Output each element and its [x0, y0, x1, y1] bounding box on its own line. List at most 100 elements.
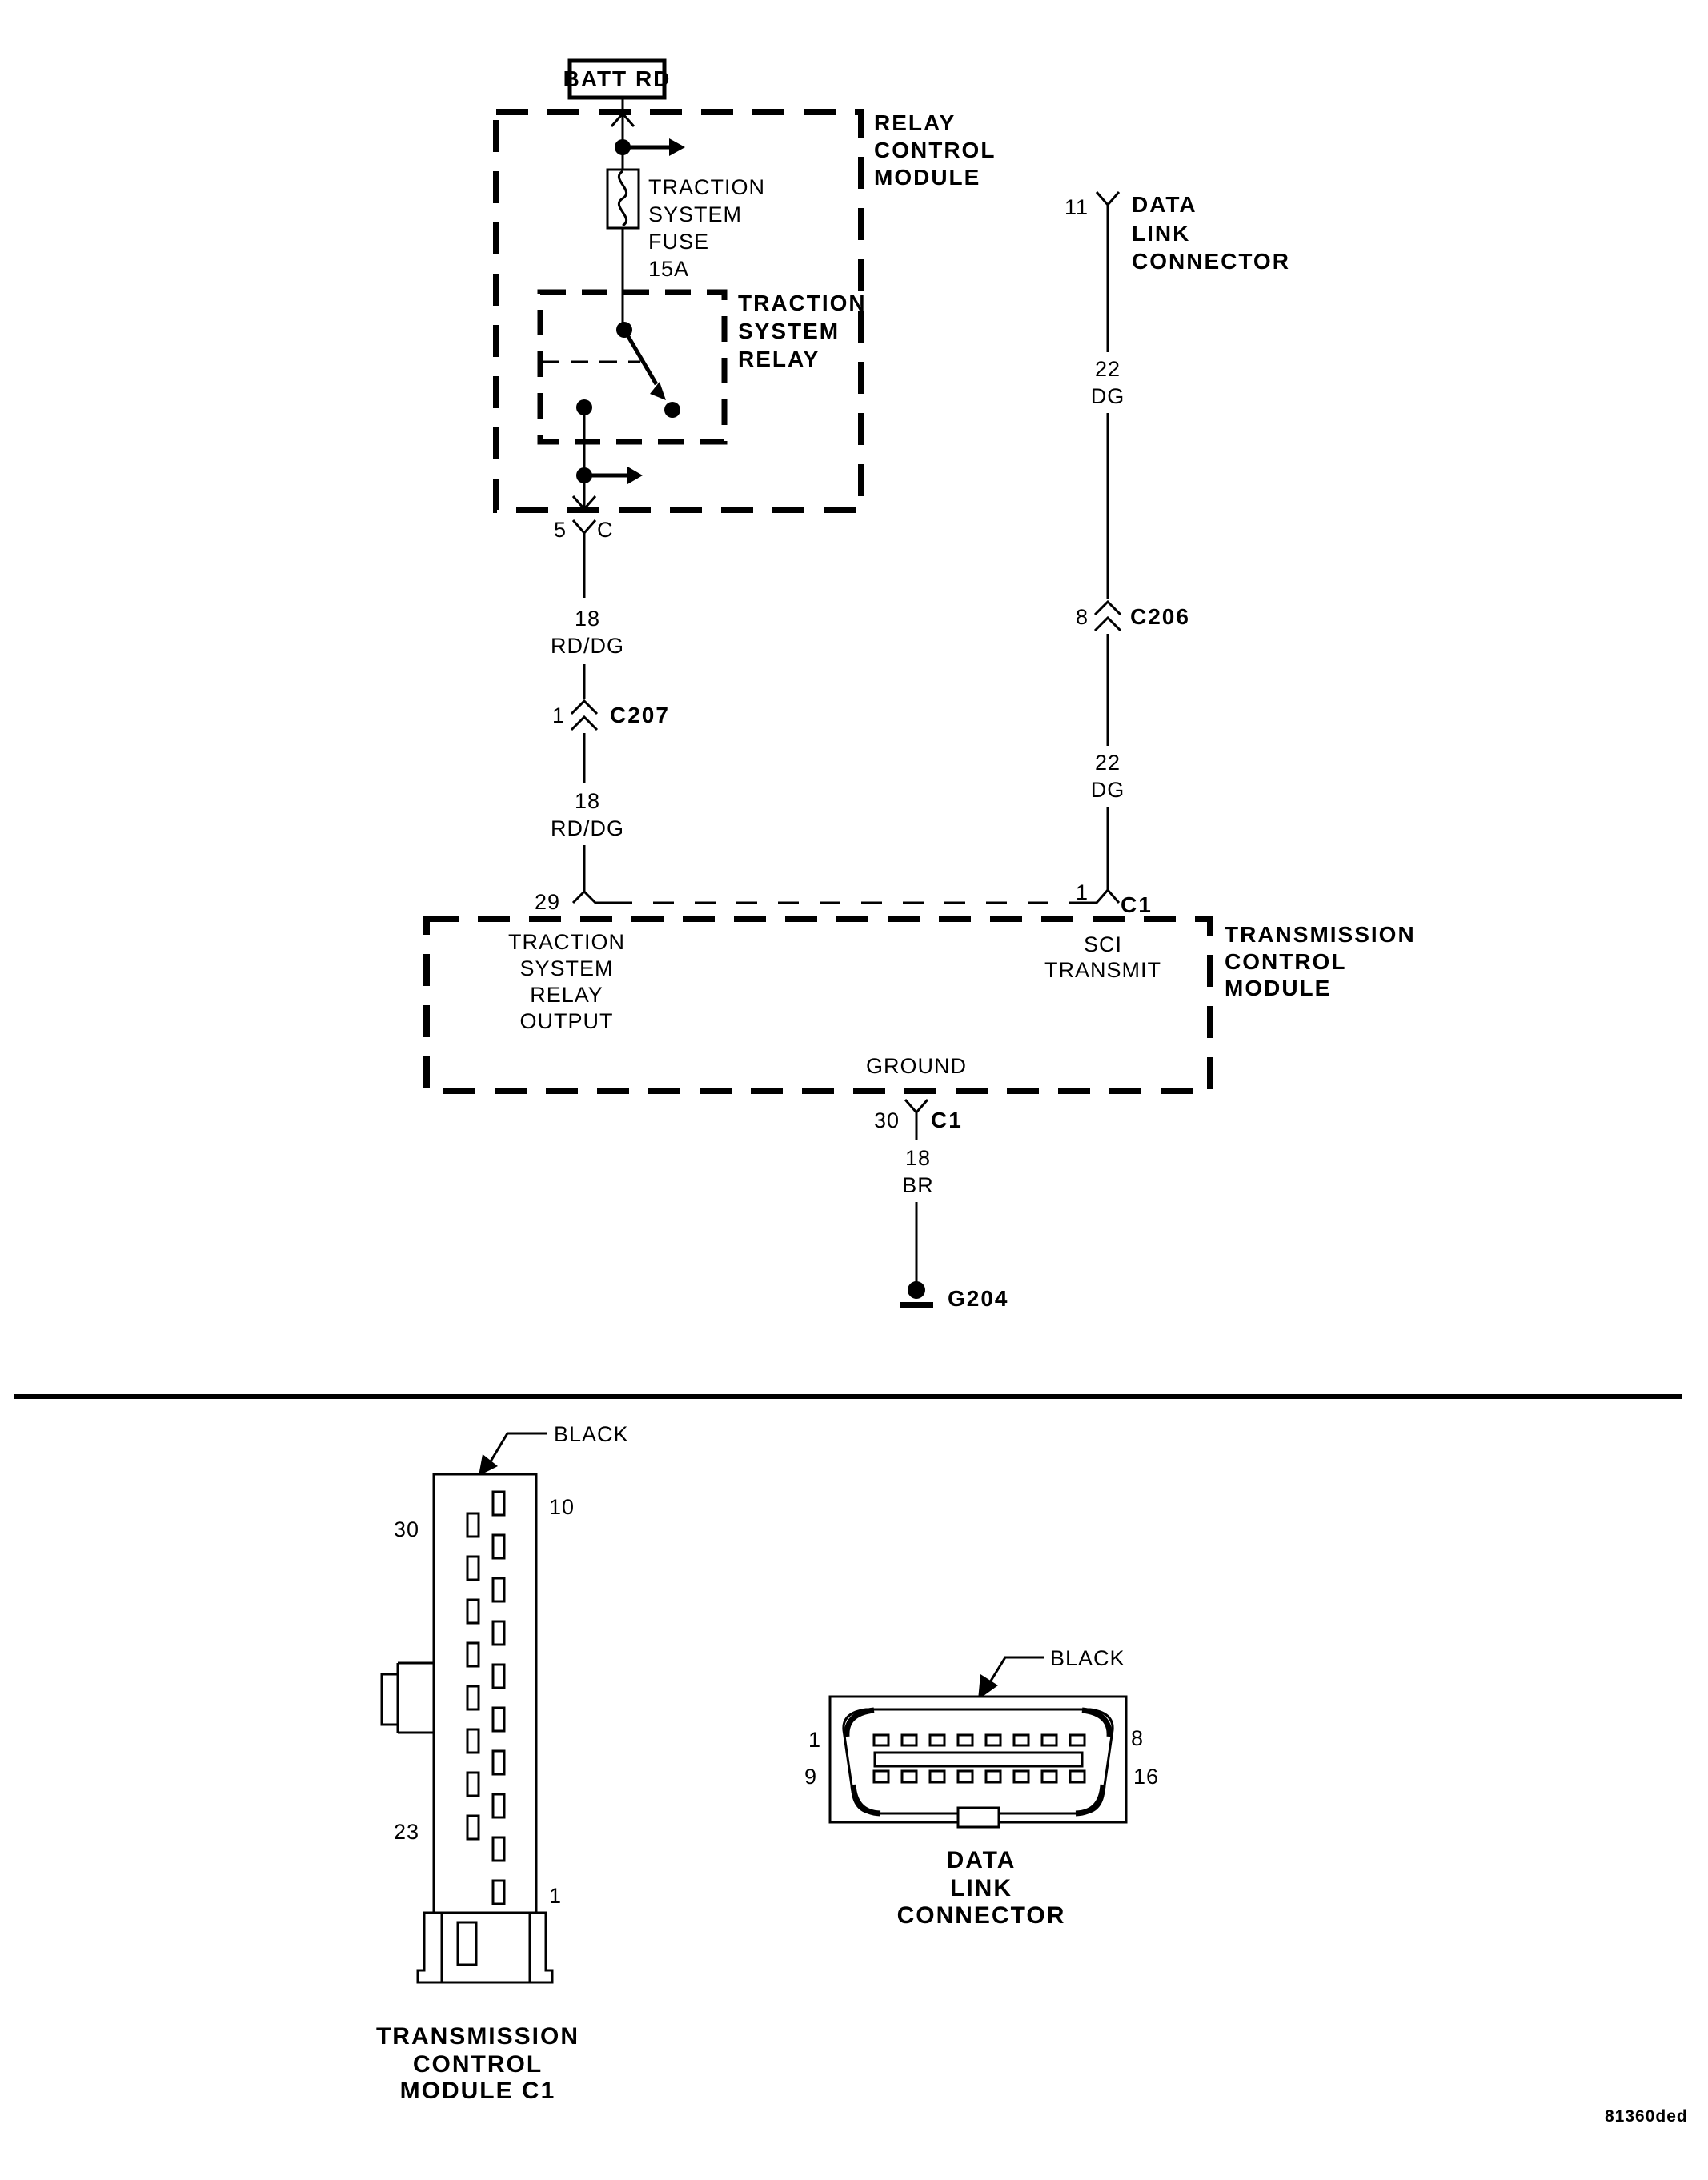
- tcm-c1-pins-right: [491, 1490, 506, 1905]
- data-link-connector-label: DATA LINK CONNECTOR: [1132, 192, 1289, 274]
- connector-pin: [466, 1814, 480, 1841]
- svg-text:FUSE: FUSE: [648, 230, 709, 254]
- connector-pin: [491, 1577, 506, 1603]
- connector-pin: [1040, 1733, 1058, 1747]
- svg-text:TRACTION: TRACTION: [738, 291, 867, 315]
- connector-pin: [984, 1769, 1002, 1784]
- dlc-caption: DATA LINK CONNECTOR: [897, 1847, 1066, 1929]
- traction-system-relay-label: TRACTION SYSTEM RELAY: [738, 291, 867, 371]
- connector-pin: [466, 1771, 480, 1797]
- dlc-pins-top: [872, 1733, 1086, 1747]
- pin11-number: 11: [1064, 195, 1089, 219]
- svg-text:TRACTION: TRACTION: [508, 930, 625, 954]
- fuse-icon: [606, 168, 640, 230]
- power-feed-box: BATT RD: [563, 58, 669, 100]
- svg-text:RELAY: RELAY: [874, 110, 956, 135]
- tcm-c1-caption: TRANSMISSION CONTROL MODULE C1: [376, 2023, 579, 2104]
- right-wire-color2: DG: [1091, 778, 1125, 802]
- transmission-control-module-box: [423, 916, 1213, 1094]
- svg-text:MODULE: MODULE: [874, 165, 980, 190]
- connector-pin: [491, 1706, 506, 1733]
- up-arrow-icon: [610, 111, 635, 127]
- dlc-pin8-label: 8: [1131, 1726, 1144, 1750]
- black-callout: BLACK: [978, 1646, 1125, 1700]
- svg-text:15A: 15A: [648, 257, 689, 281]
- svg-text:CONTROL: CONTROL: [874, 138, 996, 162]
- dlc-bottom-tab: [956, 1806, 1000, 1829]
- connector-pin: [1012, 1769, 1030, 1784]
- dlc-pin16-label: 16: [1133, 1765, 1159, 1789]
- ground-symbol-icon: [900, 1281, 933, 1308]
- dlc-corner-arc: [1081, 1707, 1113, 1737]
- connector-pin: [956, 1769, 974, 1784]
- pin1-number: 1: [1076, 880, 1089, 904]
- svg-text:RELAY: RELAY: [530, 983, 603, 1007]
- pin5-cavity: C: [597, 518, 614, 542]
- tcm-c1-body: [432, 1473, 538, 1914]
- connector-pin: [1069, 1769, 1086, 1784]
- connector-pin: [872, 1769, 890, 1784]
- connector-pin: [491, 1620, 506, 1646]
- tcm-relay-output-label: TRACTION SYSTEM RELAY OUTPUT: [508, 930, 625, 1033]
- svg-text:TRANSMISSION: TRANSMISSION: [376, 2023, 579, 2050]
- right-wire-gauge2: 22: [1095, 751, 1121, 775]
- dlc-color-label: BLACK: [1050, 1646, 1125, 1670]
- svg-text:LINK: LINK: [950, 1875, 1012, 1901]
- svg-text:CONTROL: CONTROL: [413, 2051, 543, 2078]
- relay-control-module-label: RELAY CONTROL MODULE: [874, 110, 996, 190]
- tcm-c1-side-tab: [380, 1661, 434, 1734]
- dlc-corner-arc: [844, 1707, 875, 1737]
- tcm-c1-connector-view: BLACK 30 10 23 1: [376, 1422, 629, 2104]
- ground-wire-gauge: 18: [905, 1146, 931, 1170]
- connector-pin: [928, 1733, 946, 1747]
- svg-text:TRANSMISSION: TRANSMISSION: [1225, 922, 1416, 947]
- tcm-c1-pin30-label: 30: [394, 1517, 419, 1541]
- svg-text:MODULE C1: MODULE C1: [400, 2078, 556, 2104]
- connector-pin: [984, 1733, 1002, 1747]
- pin5-number: 5: [554, 518, 567, 542]
- left-wire-gauge1: 18: [575, 607, 600, 631]
- svg-text:RELAY: RELAY: [738, 347, 820, 371]
- svg-text:DATA: DATA: [947, 1847, 1016, 1873]
- connector-pin: [872, 1733, 890, 1747]
- relay-switch-icon: [542, 322, 680, 418]
- g204-name: G204: [948, 1286, 1009, 1311]
- connector-pin: [466, 1512, 480, 1538]
- pin30-connector-fork-icon: [904, 1099, 929, 1115]
- connector-pin: [466, 1555, 480, 1581]
- svg-text:LINK: LINK: [1132, 221, 1190, 246]
- svg-text:CONNECTOR: CONNECTOR: [897, 1902, 1066, 1929]
- svg-text:DATA: DATA: [1132, 192, 1197, 217]
- callout-arrow-icon: [479, 1454, 498, 1476]
- svg-text:SYSTEM: SYSTEM: [648, 202, 742, 226]
- connector-pin: [1012, 1733, 1030, 1747]
- dlc-connector-view: BLACK 1 9: [804, 1646, 1159, 1929]
- black-callout: BLACK: [479, 1422, 629, 1476]
- dlc-pin9-label: 9: [804, 1765, 817, 1789]
- connector-pin: [491, 1749, 506, 1776]
- connector-pin: [491, 1533, 506, 1560]
- connector-pin: [1040, 1769, 1058, 1784]
- svg-text:SCI: SCI: [1084, 932, 1122, 956]
- dlc-pin1-label: 1: [808, 1728, 821, 1752]
- dlc-center-slot: [873, 1751, 1084, 1768]
- connector-pin: [491, 1490, 506, 1517]
- tcm-c1-pins-left: [466, 1512, 480, 1841]
- connector-pin: [491, 1879, 506, 1905]
- right-wire-gauge1: 22: [1095, 357, 1121, 381]
- connector-pin: [491, 1663, 506, 1689]
- connector-pin: [466, 1685, 480, 1711]
- branch-arrow-icon: [623, 138, 685, 156]
- connector-pin: [491, 1793, 506, 1819]
- left-wire-color1: RD/DG: [551, 634, 624, 658]
- svg-text:MODULE: MODULE: [1225, 976, 1331, 1000]
- svg-text:CONTROL: CONTROL: [1225, 949, 1346, 974]
- pin5-connector-fork-icon: [571, 519, 597, 535]
- c206-name: C206: [1130, 604, 1190, 629]
- tcm-c1-color-label: BLACK: [554, 1422, 629, 1446]
- figure-code: 81360ded: [1605, 2107, 1688, 2126]
- svg-text:TRANSMIT: TRANSMIT: [1044, 958, 1161, 982]
- connector-pin: [466, 1641, 480, 1668]
- dlc-corner-arc: [1075, 1784, 1106, 1817]
- c207-inline-connector-icon: [570, 699, 599, 731]
